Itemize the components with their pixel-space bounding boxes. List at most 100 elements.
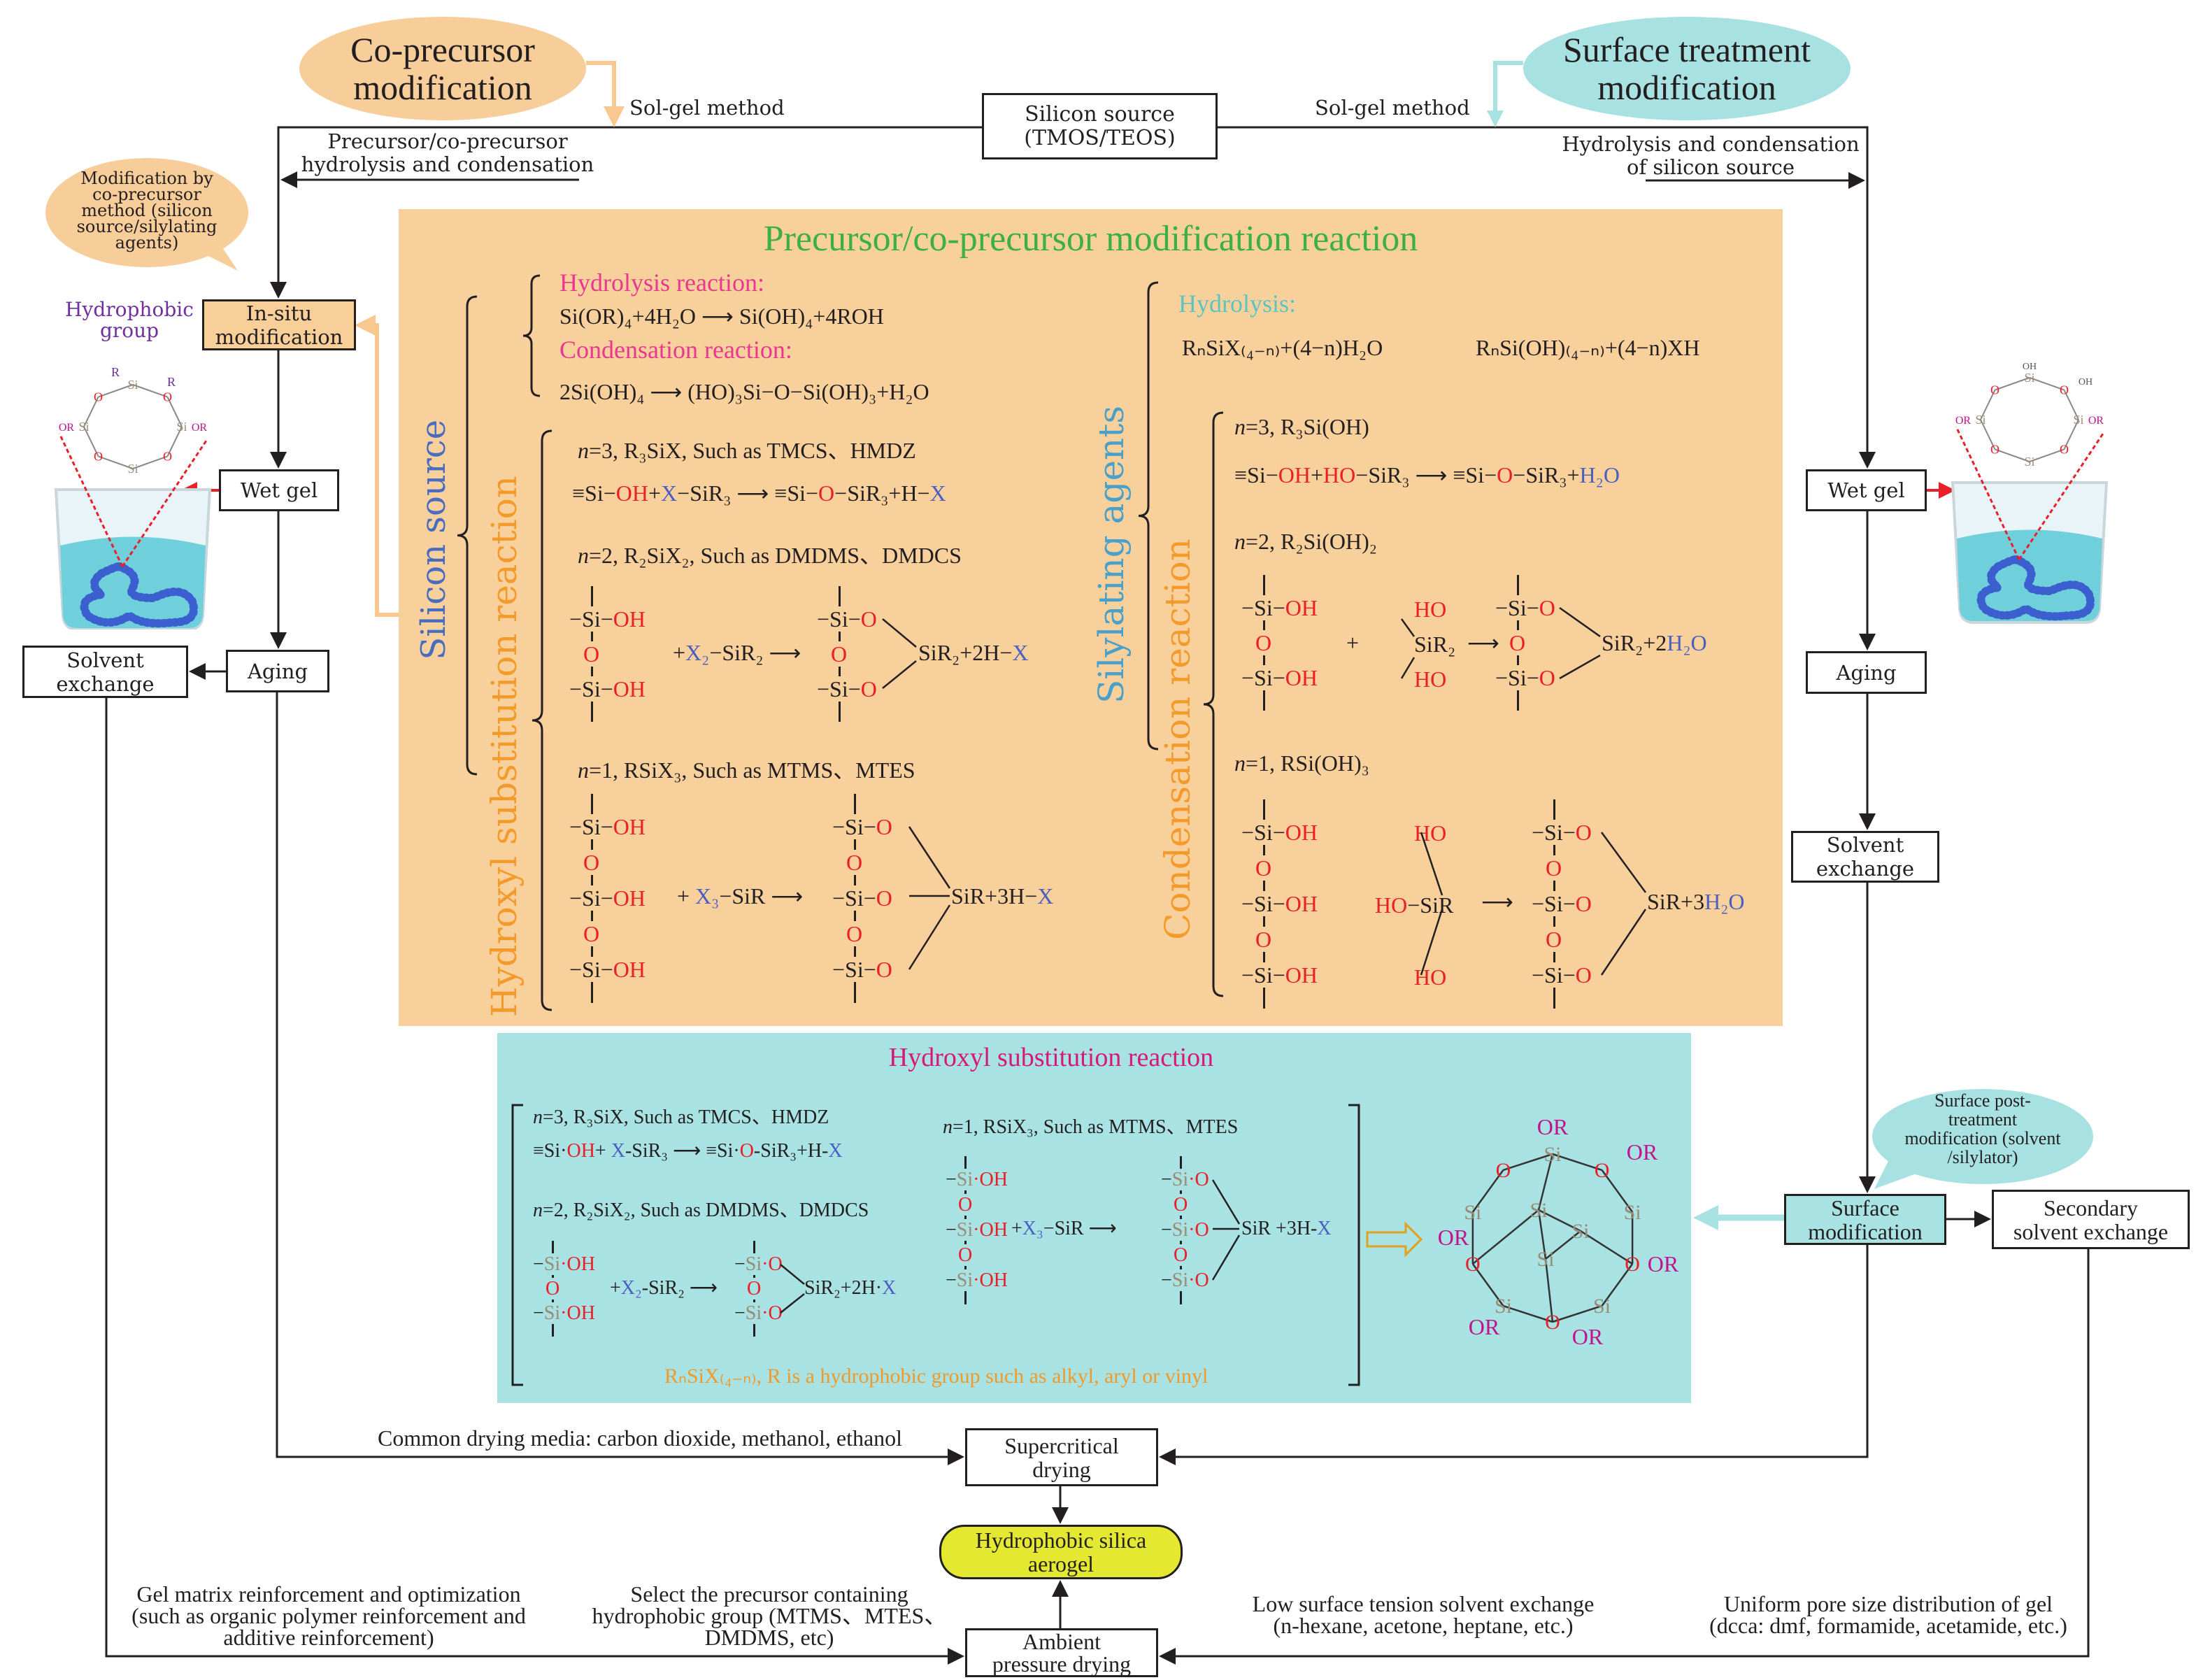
formula-segment: X₃ bbox=[1022, 1218, 1043, 1239]
uniform-pore-note: Uniform pore size distribution of gel (d… bbox=[1709, 1591, 2067, 1638]
arrow-secondary-to-ambient bbox=[1159, 1249, 2090, 1665]
silicon-source-box[interactable]: Silicon source (TMOS/TEOS) bbox=[982, 93, 1218, 159]
silicon-source-label: Silicon source bbox=[414, 420, 453, 660]
structure-row: O bbox=[817, 636, 877, 671]
formula-segment: −Si− bbox=[1532, 962, 1576, 988]
formula-segment: n bbox=[1234, 750, 1246, 776]
formula-segment: O bbox=[583, 850, 600, 875]
formula-segment: −Si− bbox=[569, 676, 613, 702]
cyan-n2-reagent: +X₂-SiR₂ ⟶ bbox=[610, 1276, 718, 1301]
formula-segment: SiR+3H− bbox=[951, 883, 1038, 909]
formula-segment: −SiR bbox=[1407, 892, 1454, 918]
formula-segment: −SiR₃+ bbox=[1513, 462, 1580, 487]
bond-line bbox=[1552, 1153, 1602, 1172]
formula-segment: O bbox=[1255, 630, 1272, 655]
molecule-atom-label: O bbox=[2060, 442, 2069, 456]
formula-segment: SiR +3H- bbox=[1241, 1218, 1318, 1239]
bond-line bbox=[1472, 1209, 1539, 1265]
cyan-n3-label: n=3, R₃SiX, Such as TMCS、HMDZ bbox=[533, 1105, 829, 1130]
bond-line bbox=[1471, 1169, 1504, 1213]
formula-segment: ·O bbox=[1188, 1269, 1209, 1291]
formula-segment: Si bbox=[1171, 1269, 1189, 1291]
structure-row: −Si·O bbox=[734, 1301, 783, 1325]
molecule-atom-label: O bbox=[1990, 383, 1999, 397]
bond-line bbox=[2029, 377, 2065, 391]
structure-row: −Si−OH bbox=[569, 809, 646, 845]
in-situ-modification-box[interactable]: In-situ modification bbox=[202, 299, 356, 350]
formula-segment: X₂ bbox=[685, 640, 710, 665]
formula-segment: O bbox=[1539, 665, 1555, 690]
solvent-exchange-left-box[interactable]: Solvent exchange bbox=[22, 646, 188, 698]
solvent-exchange-right-box[interactable]: Solvent exchange bbox=[1791, 831, 1939, 883]
formula-segment: -SiR₃+H- bbox=[753, 1140, 829, 1162]
formula-segment: O bbox=[1509, 630, 1526, 655]
formula-segment: n bbox=[943, 1116, 953, 1138]
formula-segment: OH bbox=[1285, 962, 1318, 988]
formula-segment: + bbox=[594, 1140, 611, 1162]
wet-gel-right-box[interactable]: Wet gel bbox=[1806, 469, 1927, 511]
formula-segment: − bbox=[734, 1302, 746, 1324]
formula-segment: − bbox=[946, 1219, 957, 1241]
ambient-pressure-drying-box[interactable]: Ambient pressure drying bbox=[965, 1628, 1158, 1677]
formula-segment: n bbox=[1234, 414, 1246, 439]
formula-segment: −Si− bbox=[1495, 665, 1539, 690]
formula-segment: X bbox=[882, 1277, 897, 1299]
formula-segment: OH bbox=[613, 957, 646, 982]
molecule-atom-label: O bbox=[1465, 1253, 1481, 1276]
structure-row: O bbox=[1241, 850, 1318, 886]
surface-modification-box[interactable]: Surface modification bbox=[1784, 1194, 1946, 1245]
formula-segment: OH bbox=[615, 480, 648, 506]
silylating-hydrolysis-heading: Hydrolysis: bbox=[1178, 290, 1297, 318]
formula-segment: O bbox=[1174, 1194, 1188, 1216]
bond-line bbox=[166, 397, 183, 427]
formula-segment: HO bbox=[1375, 892, 1408, 918]
formula-segment: + bbox=[648, 480, 662, 506]
secondary-solvent-exchange-box[interactable]: Secondary solvent exchange bbox=[1992, 1190, 2190, 1249]
n2-label: n=2, R₂SiX₂, Such as DMDMS、DMDCS bbox=[578, 540, 962, 571]
plus-sign: + bbox=[1346, 630, 1360, 655]
n2-product: SiR₂+2H−X bbox=[918, 637, 1029, 668]
hydroxyl-substitution-label: Hydroxyl substitution reaction bbox=[484, 476, 525, 1018]
formula-segment: −Si− bbox=[832, 957, 876, 982]
structure-row: −Si−OH bbox=[569, 671, 646, 706]
formula-segment: Si bbox=[543, 1302, 561, 1324]
formula-segment: O bbox=[1497, 462, 1513, 487]
formula-segment: + bbox=[673, 640, 686, 665]
structure-row: −Si−O bbox=[1532, 815, 1592, 850]
surface-post-treatment-bubble: Surface post- treatment modification (so… bbox=[1904, 1090, 2061, 1167]
supercritical-drying-box[interactable]: Supercritical drying bbox=[965, 1428, 1158, 1486]
formula-segment: O bbox=[1575, 891, 1592, 916]
bond-line bbox=[2063, 419, 2079, 450]
formula-segment: =1, RSiX₃, Such as MTMS、MTES bbox=[953, 1116, 1239, 1138]
arrow-orange-feedback-to-insitu bbox=[355, 315, 399, 617]
molecule-atom-label: Si bbox=[2024, 455, 2034, 469]
formula-segment: −Si− bbox=[569, 957, 613, 982]
formula-segment: X bbox=[1037, 883, 1054, 909]
n2-reagent: +X₂−SiR₂ ⟶ bbox=[673, 637, 801, 668]
arrow-silicon-to-wet-gel-right bbox=[1218, 126, 1876, 469]
formula-segment: −Si− bbox=[817, 676, 861, 702]
structure-row: O bbox=[1532, 922, 1592, 958]
formula-segment: −Si− bbox=[817, 606, 861, 632]
cyan-n3-equation: ≡Si·OH+ X-SiR₃ ⟶ ≡Si·O-SiR₃+H-X bbox=[533, 1139, 843, 1164]
wet-gel-left-box[interactable]: Wet gel bbox=[219, 469, 339, 511]
or-group-label: OR bbox=[2088, 415, 2104, 427]
hydroxyl-substitution-title: Hydroxyl substitution reaction bbox=[888, 1043, 1214, 1072]
structure-row: O bbox=[832, 916, 892, 952]
n3-label: n=3, R₃SiX, Such as TMCS、HMDZ bbox=[578, 435, 916, 466]
hydrophobic-silica-aerogel-box[interactable]: Hydrophobic silica aerogel bbox=[939, 1525, 1183, 1579]
bond-line bbox=[1980, 419, 1996, 450]
formula-segment: −Si− bbox=[1495, 595, 1539, 620]
structure-row: O bbox=[1161, 1193, 1209, 1218]
formula-segment: X bbox=[1012, 640, 1029, 665]
aging-left-box[interactable]: Aging bbox=[226, 650, 329, 692]
formula-segment: O bbox=[846, 850, 863, 875]
formula-segment: ≡Si· bbox=[533, 1140, 567, 1162]
aging-right-box[interactable]: Aging bbox=[1806, 651, 1927, 694]
formula-segment: − bbox=[533, 1302, 544, 1324]
